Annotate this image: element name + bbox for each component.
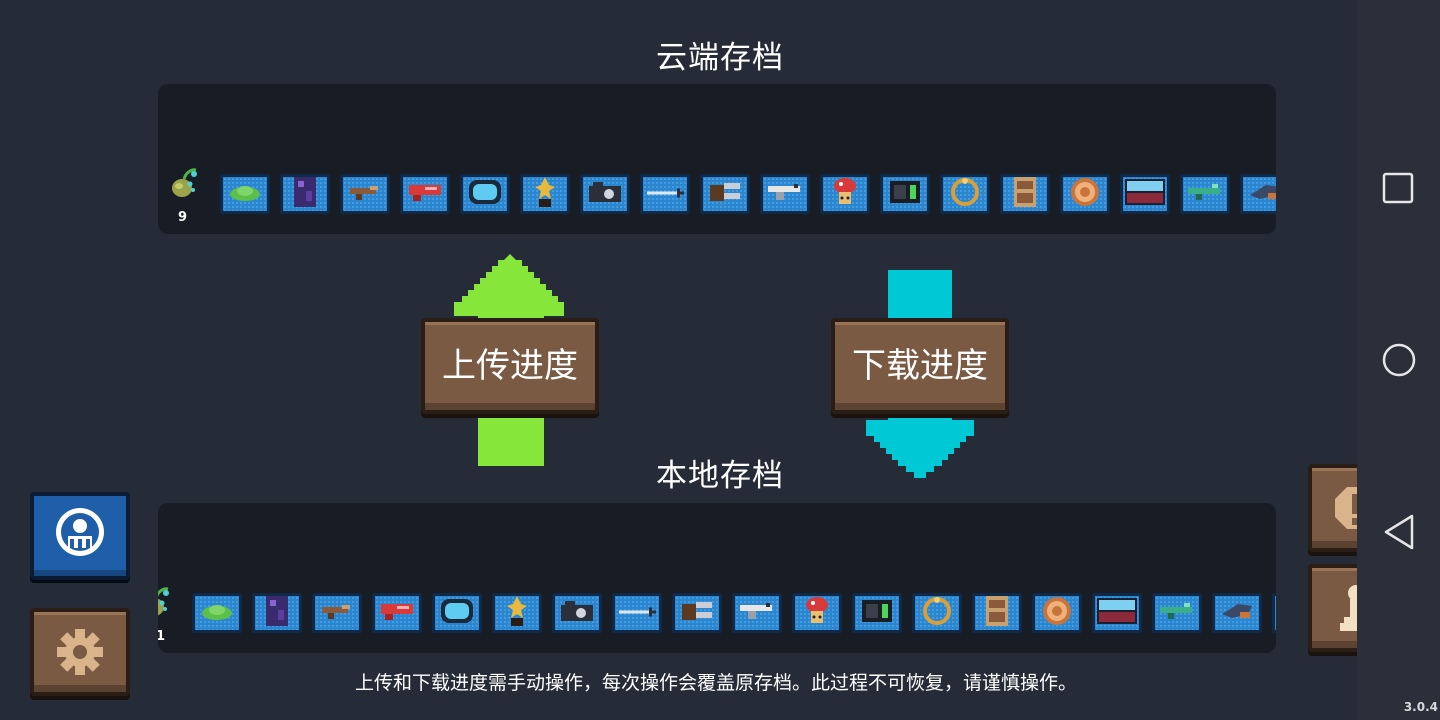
club-badge-icon [56,508,104,556]
gold-ring-icon [949,177,981,211]
inventory-slot [492,593,542,633]
red-blaster-icon [407,181,443,207]
recents-square-icon[interactable] [1382,172,1414,204]
purple-armor-icon [292,175,318,213]
green-rifle-icon [1158,601,1196,625]
inventory-slot [580,174,630,214]
green-helmet-icon [228,182,262,206]
water-tank-icon [1123,177,1167,211]
local-save-panel: 1 [158,503,1276,653]
inventory-slot [672,593,722,633]
inventory-slot [732,593,782,633]
inventory-slot [612,593,662,633]
local-save-title: 本地存档 [656,458,784,494]
inventory-slot [520,174,570,214]
copper-shield-icon [1069,176,1101,212]
purple-armor-icon [264,594,290,632]
revolver-icon [738,601,776,625]
revolver-icon [766,182,804,206]
save-warning-notice: 上传和下载进度需手动操作，每次操作会覆盖原存档。此过程不可恢复，请谨慎操作。 [354,672,1077,694]
camera-icon [587,180,623,208]
inventory-slot [192,593,242,633]
wooden-cabinet-icon [1012,175,1038,213]
club-badge-button[interactable] [30,492,130,580]
game-screen: 云端存档 9 上传进度 下载进度 本地存档 [0,0,1404,720]
inventory-slot [1000,174,1050,214]
inventory-slot [372,593,422,633]
inventory-slot [852,593,902,633]
seed-count: 9 [178,210,188,225]
inventory-slot [400,174,450,214]
copper-shield-icon [1041,595,1073,631]
back-triangle-icon[interactable] [1382,513,1416,551]
gold-ring-icon [921,596,953,630]
inventory-slot [1032,593,1082,633]
green-rifle-icon [1186,182,1224,206]
settings-gear-icon [57,629,103,675]
seed-icon [158,583,174,623]
cloud-save-panel: 9 [158,84,1276,234]
green-helmet-icon [200,601,234,625]
inventory-slot [340,174,390,214]
red-mushroom-icon [804,595,830,631]
gold-statue-icon [505,594,529,632]
water-tank-icon [1095,596,1139,630]
inventory-slot [1212,593,1262,633]
inventory-slot [820,174,870,214]
inventory-slot [1272,593,1276,633]
gold-statue-icon [533,175,557,213]
inventory-slot [1240,174,1276,214]
gauntlet-icon [680,598,714,628]
inventory-slot [1060,174,1110,214]
upload-progress-button[interactable]: 上传进度 [421,318,599,414]
inventory-slot [252,593,302,633]
inventory-slot [1180,174,1230,214]
inventory-slot [220,174,270,214]
brown-gun-icon [348,182,382,206]
inventory-slot [552,593,602,633]
inventory-slot [760,174,810,214]
seed-icon [166,164,202,204]
inventory-slot [280,174,330,214]
version-label: 3.0.4 [1403,700,1438,714]
settings-button[interactable] [30,608,130,696]
android-nav-bar: 3.0.4 [1357,0,1440,720]
blue-portal-icon [439,597,475,629]
sword-icon [617,604,657,623]
inventory-slot [640,174,690,214]
inventory-slot [432,593,482,633]
sword-icon [645,185,685,204]
download-progress-button[interactable]: 下载进度 [831,318,1009,414]
inventory-slot [1120,174,1170,214]
brown-gun-icon [320,601,354,625]
red-mushroom-icon [832,176,858,212]
dark-launcher-icon [1218,600,1256,626]
cloud-save-title: 云端存档 [656,40,784,76]
battery-icon [860,598,894,628]
inventory-slot [1092,593,1142,633]
red-blaster-icon [379,600,415,626]
blue-portal-icon [467,178,503,210]
inventory-slot [460,174,510,214]
inventory-slot [700,174,750,214]
home-circle-icon[interactable] [1382,343,1416,377]
wooden-cabinet-icon [984,594,1010,632]
battery-icon [888,179,922,209]
inventory-slot [312,593,362,633]
inventory-slot [792,593,842,633]
inventory-slot [972,593,1022,633]
inventory-slot [1152,593,1202,633]
seed-count: 1 [158,629,166,644]
gauntlet-icon [708,179,742,209]
inventory-slot [940,174,990,214]
camera-icon [559,599,595,627]
inventory-slot [880,174,930,214]
dark-launcher-icon [1246,181,1276,207]
inventory-slot [912,593,962,633]
